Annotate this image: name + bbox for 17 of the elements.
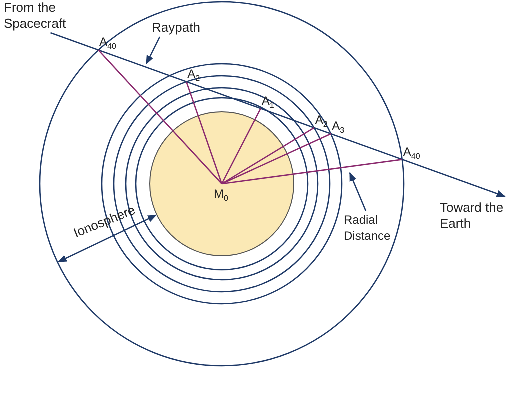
- center-label: M$_{0}$: [214, 187, 228, 201]
- radial-line: [98, 50, 222, 184]
- radial-line: [221, 108, 262, 184]
- radial-line: [222, 133, 332, 185]
- raypath-arrow: [50, 32, 506, 198]
- destination-label: Toward the Earth: [440, 200, 510, 232]
- radial-line: [186, 82, 223, 184]
- radial-line: [222, 159, 402, 185]
- point-label: A$_{40}$: [403, 144, 420, 159]
- radial-line: [222, 127, 315, 185]
- leader-line: [349, 172, 367, 212]
- radial-distance-label: Radial Distance: [344, 212, 400, 244]
- point-label: A$_{40}$: [100, 35, 116, 50]
- raypath-label: Raypath: [152, 20, 200, 36]
- point-label: A$_{3}$: [332, 119, 345, 133]
- leader-line: [146, 36, 161, 65]
- source-label: From the Spacecraft: [4, 0, 76, 32]
